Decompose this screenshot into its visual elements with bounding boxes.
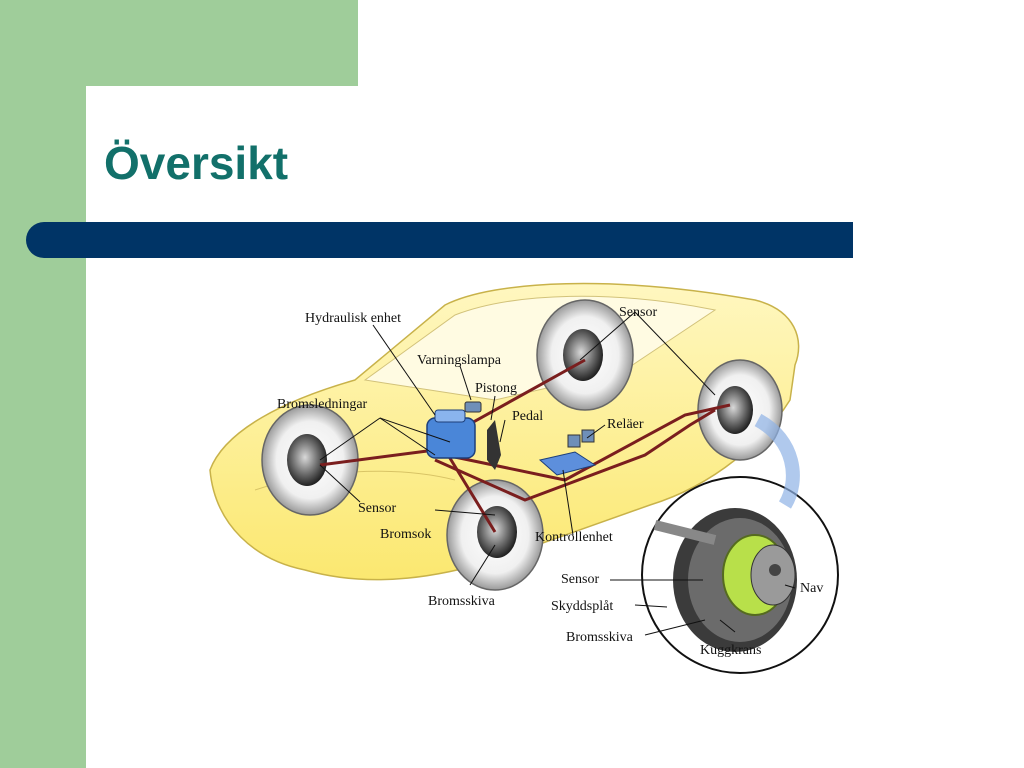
label-gear-ring: Kuggkrans — [700, 643, 761, 658]
title-divider-bar — [26, 222, 853, 258]
label-caliper: Bromsok — [380, 527, 431, 542]
wheel-front-right — [446, 479, 544, 591]
label-warning-lamp: Varningslampa — [417, 353, 502, 368]
label-brake-disc: Bromsskiva — [428, 594, 496, 609]
label-hub: Nav — [800, 581, 823, 596]
label-pedal: Pedal — [512, 409, 543, 424]
label-shield: Skyddsplåt — [551, 599, 613, 614]
label-sensor-top: Sensor — [619, 305, 657, 320]
left-green-band — [0, 0, 86, 768]
wheel-rear-right — [697, 359, 783, 461]
label-hydraulic-unit: Hydraulisk enhet — [305, 311, 401, 326]
label-detail-disc: Bromsskiva — [566, 630, 634, 645]
relays — [567, 429, 595, 448]
warning-lamp — [464, 401, 482, 413]
label-control-unit: Kontrollenhet — [535, 530, 613, 545]
leader-lines — [319, 311, 796, 636]
label-relays: Reläer — [607, 417, 644, 432]
control-unit — [538, 451, 597, 476]
top-green-band — [0, 0, 358, 86]
hydraulic-unit — [426, 409, 476, 459]
wheel-front-left — [261, 404, 359, 516]
label-detail-sensor: Sensor — [561, 572, 599, 587]
label-brake-lines: Bromsledningar — [277, 397, 368, 412]
pedal-assembly — [487, 420, 501, 470]
label-piston: Pistong — [475, 381, 517, 396]
abs-brake-diagram: Hydraulisk enhet Varningslampa Pistong P… — [209, 282, 839, 674]
slide-title: Översikt — [104, 137, 289, 189]
label-sensor-left: Sensor — [358, 501, 396, 516]
